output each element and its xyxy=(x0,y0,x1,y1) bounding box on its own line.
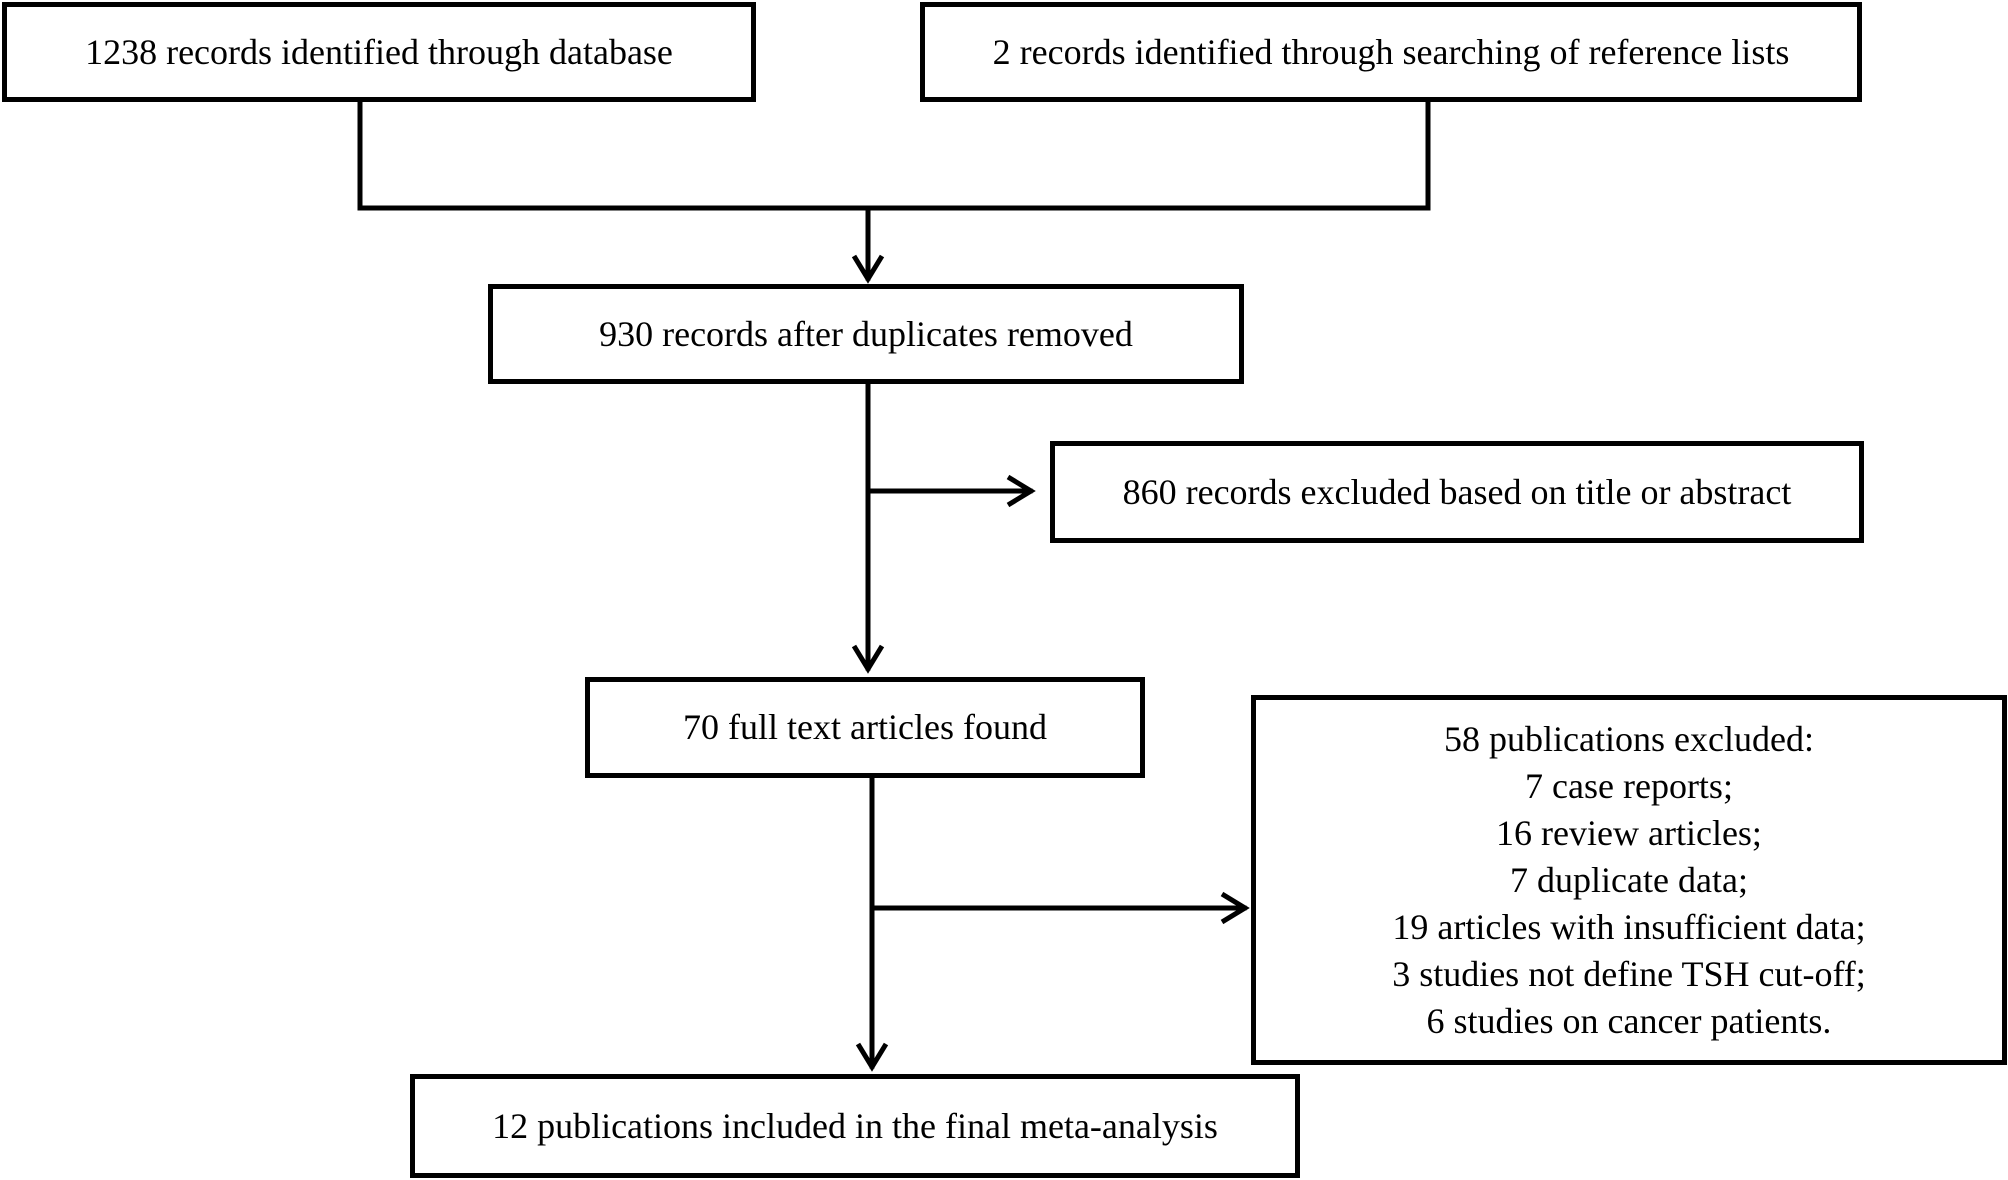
box-excluded-title-abstract-text: 860 records excluded based on title or a… xyxy=(1122,471,1792,512)
excluded-reason-item: 6 studies on cancer patients. xyxy=(1426,1000,1832,1041)
box-included-publications-text: 12 publications included in the final me… xyxy=(492,1105,1218,1146)
box-full-text-articles: 70 full text articles found xyxy=(585,677,1145,778)
box-reference-records: 2 records identified through searching o… xyxy=(920,2,1862,102)
box-excluded-publications: 58 publications excluded: 7 case reports… xyxy=(1251,695,2007,1065)
box-included-publications: 12 publications included in the final me… xyxy=(410,1074,1300,1178)
box-after-duplicates: 930 records after duplicates removed xyxy=(488,284,1244,384)
arrow-head-down-icon xyxy=(851,254,885,284)
excluded-reason-item: 3 studies not define TSH cut-off; xyxy=(1392,953,1866,994)
excluded-publications-heading: 58 publications excluded: xyxy=(1444,718,1814,759)
box-database-records-text: 1238 records identified through database xyxy=(85,31,673,72)
excluded-reason-item: 7 duplicate data; xyxy=(1510,859,1748,900)
box-excluded-title-abstract: 860 records excluded based on title or a… xyxy=(1050,441,1864,543)
arrow-head-right-icon xyxy=(1220,891,1250,925)
arrow-head-down-icon xyxy=(855,1042,889,1072)
box-full-text-articles-text: 70 full text articles found xyxy=(683,707,1047,747)
box-reference-records-text: 2 records identified through searching o… xyxy=(992,31,1790,72)
excluded-reason-item: 7 case reports; xyxy=(1525,765,1733,806)
excluded-reason-item: 19 articles with insufficient data; xyxy=(1392,906,1866,947)
box-database-records: 1238 records identified through database xyxy=(2,2,756,102)
excluded-reason-item: 16 review articles; xyxy=(1496,812,1762,853)
box-after-duplicates-text: 930 records after duplicates removed xyxy=(599,313,1133,354)
arrow-head-down-icon xyxy=(851,644,885,674)
arrow-head-right-icon xyxy=(1006,474,1036,508)
